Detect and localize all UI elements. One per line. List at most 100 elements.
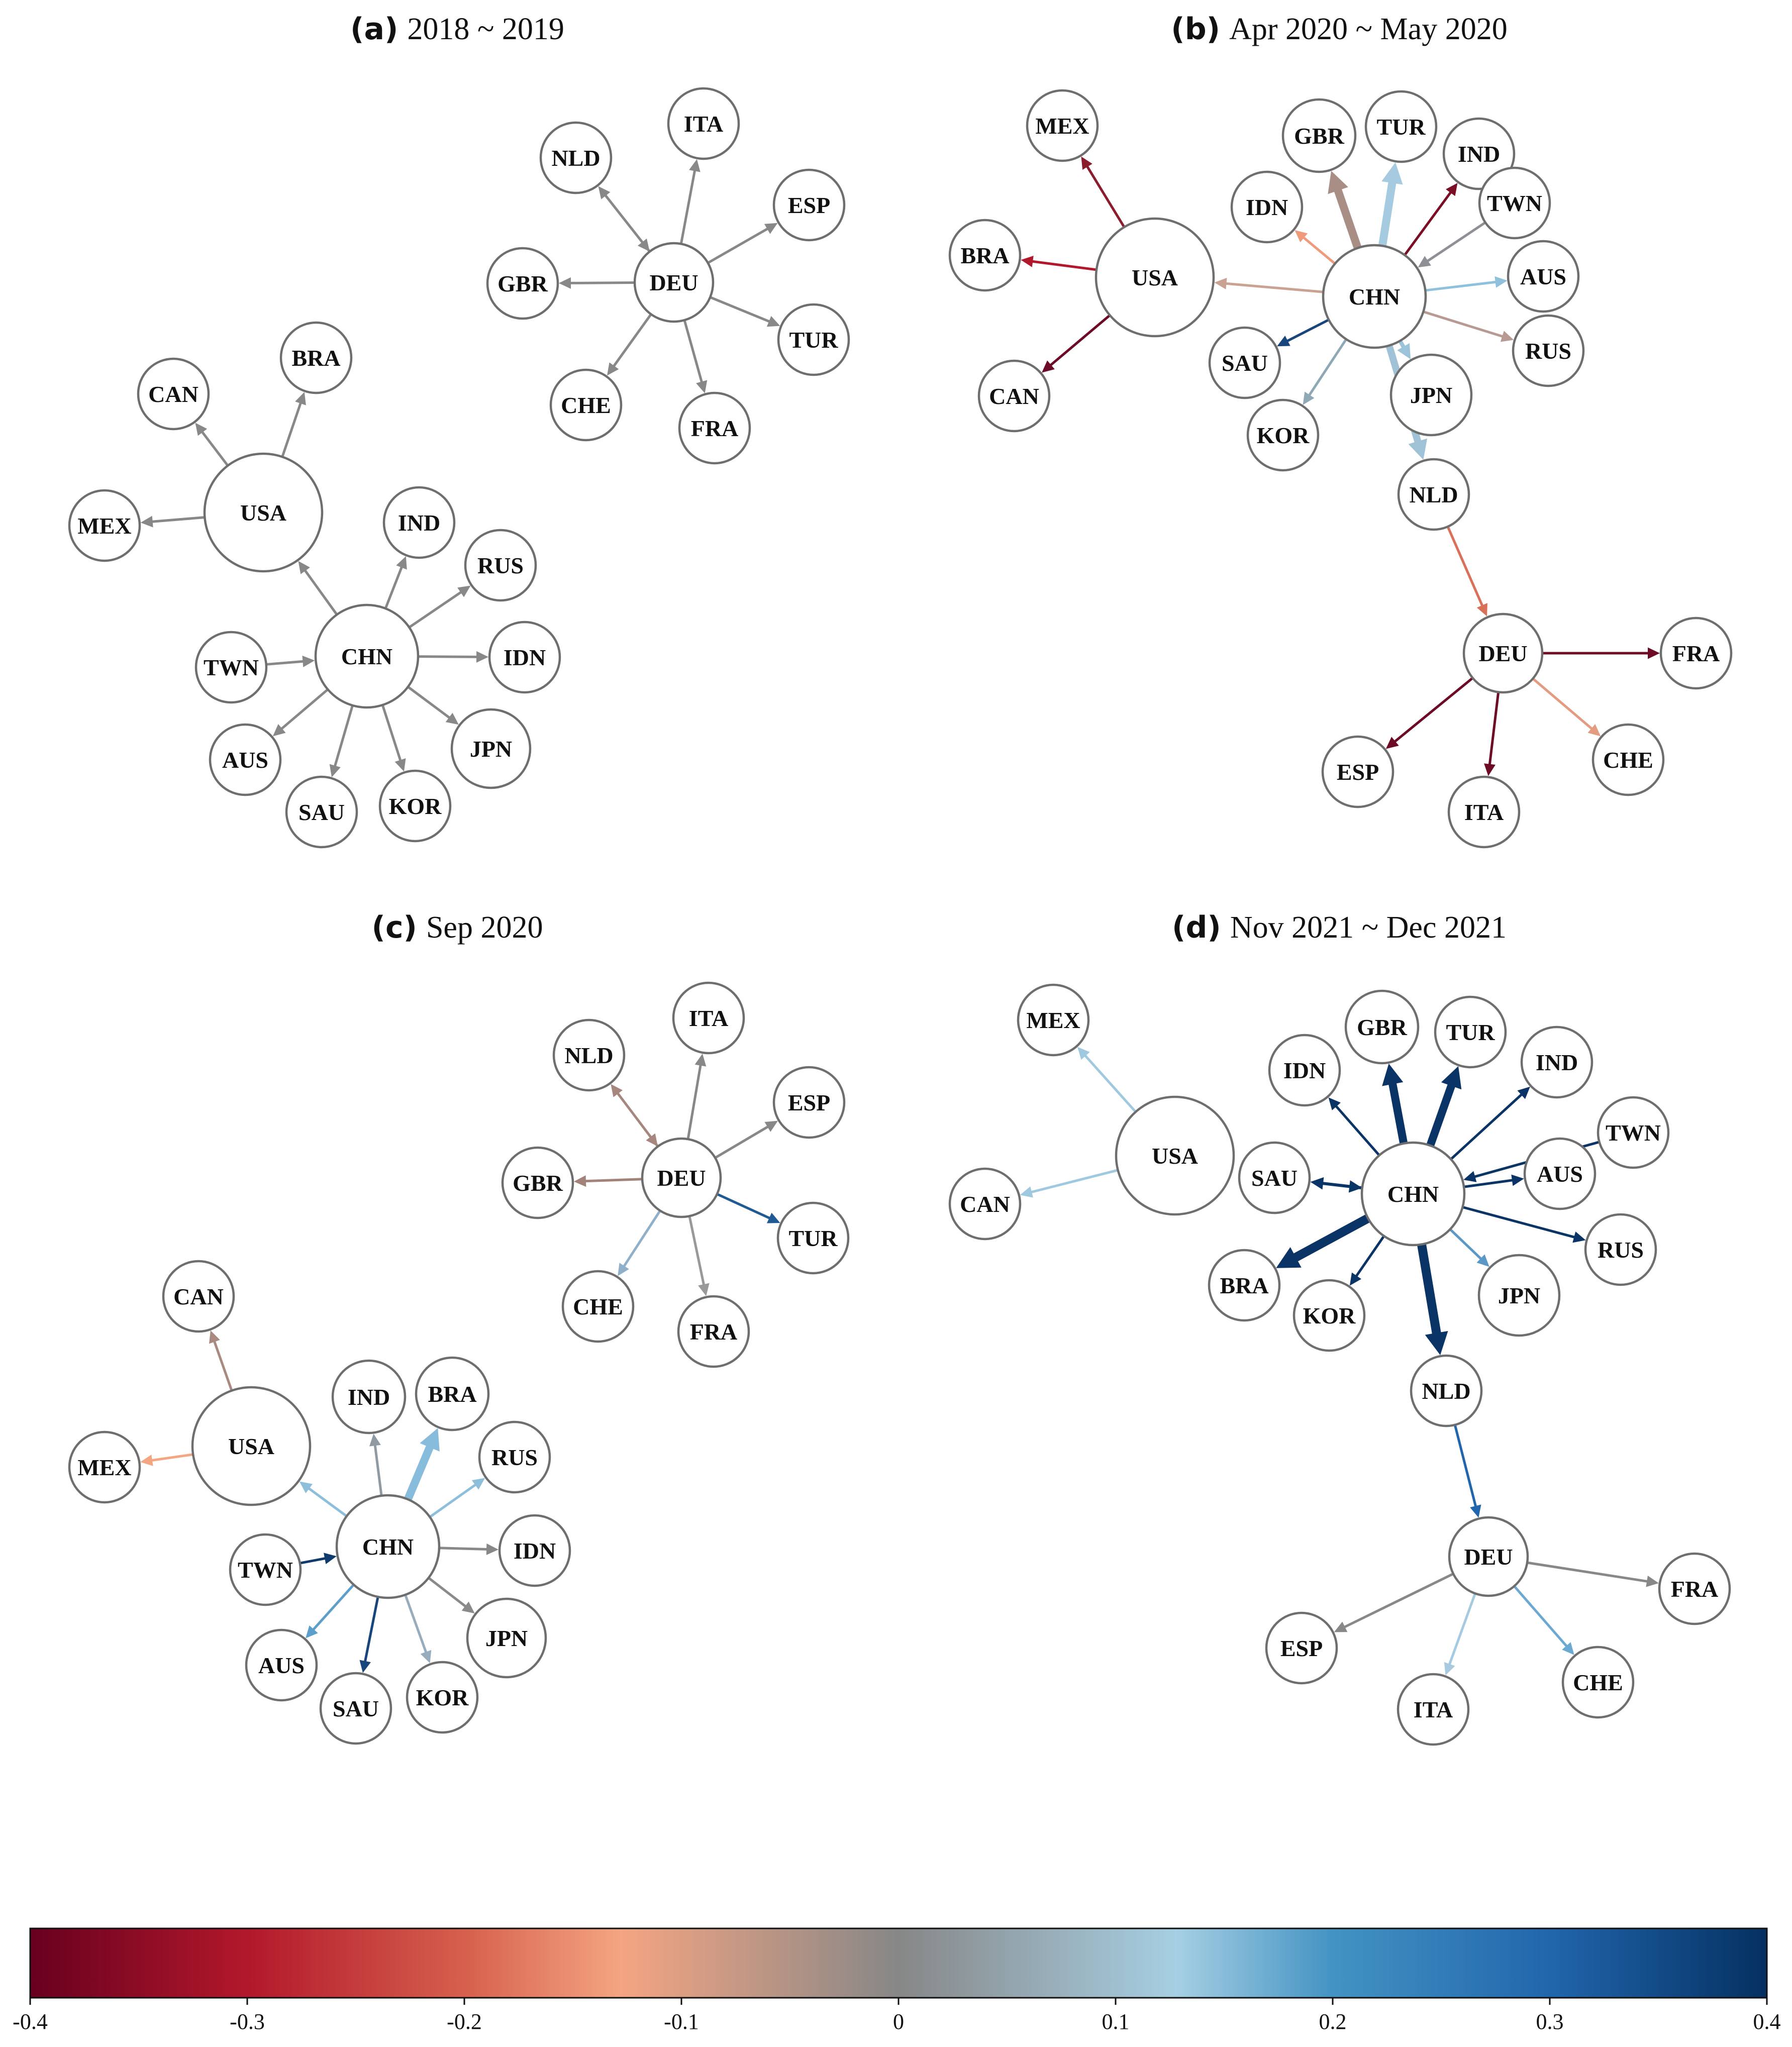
node-kor-d: KOR bbox=[1292, 1279, 1366, 1352]
edge-deu-esp-d bbox=[1334, 1572, 1455, 1632]
node-aus-d: AUS bbox=[1523, 1137, 1597, 1210]
node-label: FRA bbox=[1671, 1576, 1719, 1602]
colorbar-tick: -0.3 bbox=[230, 1998, 265, 2034]
node-gbr-d: GBR bbox=[1344, 989, 1420, 1065]
node-bra-c: BRA bbox=[415, 1356, 490, 1431]
node-rus-d: RUS bbox=[1584, 1213, 1657, 1286]
node-label: KOR bbox=[389, 793, 442, 819]
edge-deu-nld-a bbox=[598, 186, 651, 253]
node-jpn-d: JPN bbox=[1477, 1254, 1561, 1337]
node-fra-a: FRA bbox=[678, 391, 751, 465]
panel-c-title: (c)Sep 2020 bbox=[372, 910, 543, 945]
node-label: CAN bbox=[173, 1284, 224, 1309]
node-label: DEU bbox=[649, 270, 698, 295]
node-label: IDN bbox=[514, 1538, 556, 1564]
node-tur-a: TUR bbox=[777, 303, 850, 376]
node-gbr-a: GBR bbox=[486, 247, 559, 320]
node-ind-c: IND bbox=[331, 1359, 407, 1435]
node-twn-c: TWN bbox=[229, 1533, 302, 1606]
node-label: ESP bbox=[788, 1090, 830, 1115]
node-fra-d: FRA bbox=[1658, 1552, 1731, 1625]
node-ind-d: IND bbox=[1520, 1026, 1594, 1099]
edge-deu-esp-c bbox=[714, 1120, 778, 1159]
edge-deu-ita-d bbox=[1444, 1592, 1476, 1676]
colorbar-tick: 0 bbox=[893, 1998, 904, 2034]
edge-deu-fra-b bbox=[1541, 647, 1660, 659]
node-usa-c: USA bbox=[191, 1386, 312, 1506]
edge-deu-che-a bbox=[607, 313, 653, 376]
node-aus-c: AUS bbox=[245, 1628, 318, 1702]
colorbar-tick-label: 0 bbox=[893, 2009, 904, 2034]
edge-deu-fra-a bbox=[683, 319, 708, 393]
node-ind-a: IND bbox=[382, 486, 456, 559]
edge-chn-bra-d bbox=[1276, 1213, 1373, 1268]
node-can-a: CAN bbox=[137, 357, 210, 431]
node-sau-c: SAU bbox=[319, 1672, 392, 1745]
colorbar-tick: 0.4 bbox=[1753, 1998, 1781, 2034]
edge-chn-kor-a bbox=[381, 703, 406, 772]
edge-chn-sau-c bbox=[359, 1595, 379, 1673]
edge-usa-can-b bbox=[1042, 314, 1112, 373]
node-label: JPN bbox=[1410, 382, 1452, 408]
edge-chn-ind-d bbox=[1449, 1086, 1530, 1161]
node-label: FRA bbox=[1672, 641, 1720, 666]
node-label: CAN bbox=[989, 383, 1039, 409]
node-label: FRA bbox=[691, 416, 739, 441]
node-ind-b: IND bbox=[1442, 117, 1516, 190]
node-label: ITA bbox=[684, 111, 723, 137]
node-label: CAN bbox=[148, 381, 198, 407]
node-aus-a: AUS bbox=[209, 723, 282, 796]
node-label: BRA bbox=[1220, 1273, 1268, 1298]
node-label: CHE bbox=[573, 1294, 623, 1319]
colorbar-tick-label: 0.3 bbox=[1536, 2009, 1564, 2034]
node-label: SAU bbox=[1251, 1165, 1298, 1191]
node-label: JPN bbox=[470, 736, 512, 762]
node-ita-d: ITA bbox=[1397, 1673, 1470, 1746]
node-label: TUR bbox=[789, 327, 838, 353]
edge-deu-che-d bbox=[1513, 1585, 1574, 1655]
node-label: ESP bbox=[1280, 1635, 1323, 1661]
edge-deu-che-c bbox=[618, 1209, 662, 1276]
node-label: CHN bbox=[362, 1534, 414, 1560]
colorbar-tick: 0.3 bbox=[1536, 1998, 1564, 2034]
node-label: CHE bbox=[561, 392, 611, 418]
edge-chn-jpn-b bbox=[1397, 339, 1411, 359]
node-label: ITA bbox=[1414, 1697, 1453, 1722]
node-label: TUR bbox=[1376, 114, 1426, 140]
node-gbr-c: GBR bbox=[501, 1146, 574, 1219]
edge-usa-mex-b bbox=[1081, 156, 1126, 229]
node-kor-a: KOR bbox=[378, 769, 452, 843]
edge-deu-ita-b bbox=[1484, 690, 1500, 776]
colorbar-tick: 0.2 bbox=[1319, 1998, 1347, 2034]
node-label: TUR bbox=[788, 1225, 838, 1251]
edge-chn-kor-d bbox=[1349, 1235, 1385, 1286]
edge-usa-bra-a bbox=[281, 392, 306, 458]
edge-chn-kor-b bbox=[1303, 338, 1348, 405]
edge-deu-gbr-a bbox=[558, 277, 636, 289]
node-che-b: CHE bbox=[1591, 723, 1665, 796]
node-label: DEU bbox=[1478, 641, 1527, 666]
node-idn-a: IDN bbox=[488, 621, 561, 694]
node-label: CAN bbox=[960, 1191, 1010, 1217]
node-label: AUS bbox=[1520, 264, 1566, 289]
node-label: DEU bbox=[657, 1165, 706, 1191]
node-can-d: CAN bbox=[948, 1167, 1022, 1241]
edge-twn-chn-c bbox=[298, 1553, 337, 1565]
node-label: SAU bbox=[333, 1696, 379, 1721]
node-fra-b: FRA bbox=[1659, 617, 1733, 690]
node-label: NLD bbox=[1409, 482, 1458, 507]
node-usa-d: USA bbox=[1115, 1095, 1235, 1216]
edge-chn-idn-d bbox=[1328, 1097, 1381, 1157]
node-bra-b: BRA bbox=[948, 219, 1022, 292]
node-chn-b: CHN bbox=[1322, 244, 1427, 349]
node-deu-c: DEU bbox=[641, 1137, 722, 1218]
node-label: USA bbox=[1152, 1143, 1198, 1169]
edge-nld-deu-d bbox=[1453, 1423, 1481, 1518]
edge-chn-aus-b bbox=[1424, 276, 1508, 292]
node-label: TWN bbox=[1487, 190, 1542, 216]
node-label: AUS bbox=[222, 747, 268, 773]
node-sau-b: SAU bbox=[1208, 326, 1281, 399]
node-label: GBR bbox=[513, 1170, 563, 1196]
